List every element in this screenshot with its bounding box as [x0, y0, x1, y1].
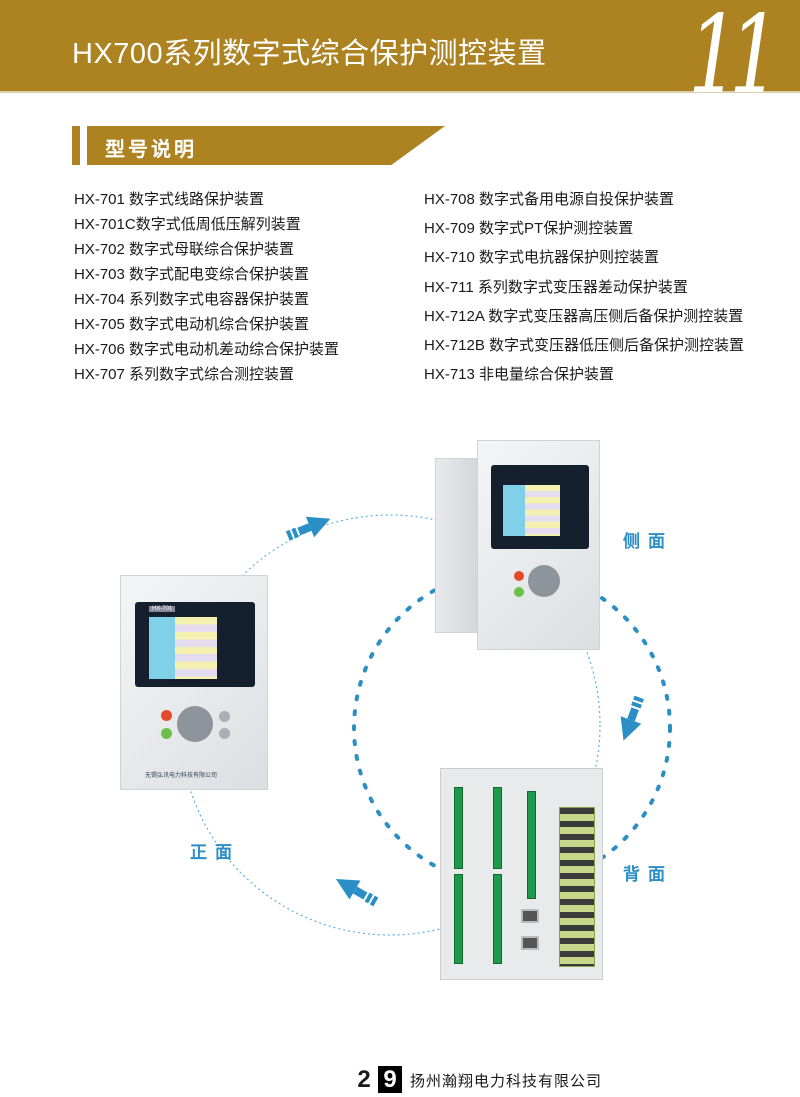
list-item: HX-712A 数字式变压器高压侧后备保护测控装置 — [424, 308, 744, 325]
terminal-block — [493, 787, 502, 869]
arrow-right-icon — [285, 516, 331, 541]
terminal-block — [454, 874, 463, 964]
section-heading: 型号说明 — [87, 126, 445, 165]
red-key — [161, 710, 172, 721]
label-back-view: 背面 — [623, 865, 673, 884]
label-side-view: 侧面 — [623, 532, 673, 551]
list-item: HX-703 数字式配电变综合保护装置 — [74, 266, 310, 283]
outer-dotted-circle — [179, 514, 601, 936]
section-marker — [72, 126, 80, 165]
terminal-block — [493, 874, 502, 964]
page-title: HX700系列数字式综合保护测控装置 — [72, 38, 547, 70]
terminal-block — [454, 787, 463, 869]
lcd-display — [503, 485, 560, 536]
device-back-view — [440, 768, 603, 980]
company-name: 扬州瀚翔电力科技有限公司 — [410, 1073, 603, 1090]
device-screen — [491, 465, 589, 549]
list-item: HX-704 系列数字式电容器保护装置 — [74, 291, 310, 308]
list-item: HX-712B 数字式变压器低压侧后备保护测控装置 — [424, 337, 745, 354]
terminal-block — [527, 791, 536, 899]
section-title: 型号说明 — [105, 139, 197, 161]
navigation-pad — [177, 706, 213, 742]
list-item: HX-710 数字式电抗器保护则控装置 — [424, 249, 660, 266]
device-screen: HX-701 — [135, 602, 255, 687]
list-item: HX-711 系列数字式变压器差动保护装置 — [424, 279, 688, 296]
arrow-left-icon — [335, 879, 379, 907]
plus-key — [219, 711, 230, 722]
green-key — [161, 728, 172, 739]
navigation-pad — [528, 565, 560, 597]
minus-key — [219, 728, 230, 739]
header-band: HX700系列数字式综合保护测控装置 11 — [0, 0, 800, 110]
label-front-view: 正面 — [190, 843, 240, 862]
list-item: HX-707 系列数字式综合测控装置 — [74, 366, 295, 383]
list-item: HX-706 数字式电动机差动综合保护装置 — [74, 341, 340, 358]
red-key — [514, 571, 524, 581]
ethernet-port — [521, 936, 539, 950]
device-side-view — [477, 440, 600, 650]
list-item: HX-705 数字式电动机综合保护装置 — [74, 316, 310, 333]
page-number-digit: 9 — [378, 1066, 402, 1093]
list-item: HX-713 非电量综合保护装置 — [424, 366, 615, 383]
device-model-label: HX-701 — [149, 606, 176, 612]
green-key — [514, 587, 524, 597]
device-side-panel — [435, 458, 480, 633]
maker-plate: 无锡弘讯电力科技有限公司 — [145, 773, 218, 779]
list-item: HX-709 数字式PT保护测控装置 — [424, 220, 634, 237]
lcd-display — [149, 617, 217, 679]
device-front-view: HX-701 无锡弘讯电力科技有限公司 — [120, 575, 268, 790]
ac-terminal-strip — [559, 807, 595, 967]
list-item: HX-701 数字式线路保护装置 — [74, 191, 265, 208]
inner-dotted-circle — [352, 568, 672, 888]
chapter-number: 11 — [688, 0, 781, 118]
list-item: HX-701C数字式低周低压解列装置 — [74, 216, 301, 233]
arrow-down-icon — [620, 695, 644, 741]
list-item: HX-702 数字式母联综合保护装置 — [74, 241, 295, 258]
ethernet-port — [521, 909, 539, 923]
list-item: HX-708 数字式备用电源自投保护装置 — [424, 191, 675, 208]
page-number-digit: 2 — [357, 1066, 371, 1093]
